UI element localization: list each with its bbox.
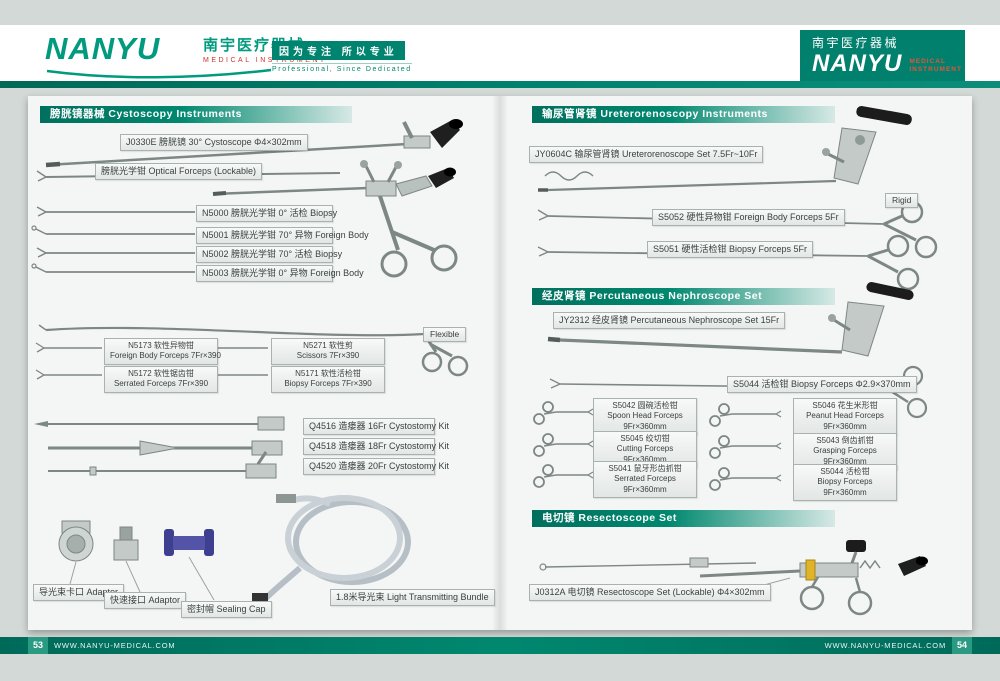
brand-subtitle: MEDICAL INSTRUMENT	[203, 57, 327, 64]
label-line: Cutting Forceps	[616, 444, 674, 454]
label-line: N5171 软性活检钳	[295, 369, 361, 378]
website-url-left: WWW.NANYU-MEDICAL.COM	[54, 641, 176, 650]
label-line: 9Fr×360mm	[823, 456, 867, 466]
nephroscope-illustration	[547, 282, 914, 357]
label-line: Foreign Body Forceps 7Fr×390	[110, 351, 221, 361]
label-jy0604c: JY0604C 输尿管肾镜 Ureterorenoscope Set 7.5Fr…	[529, 146, 764, 164]
label-line: 9Fr×360mm	[823, 421, 867, 431]
section-nephroscope: 经皮肾镜 Percutaneous Nephroscope Set	[532, 288, 835, 305]
label-s5043: S5043 倒齿抓钳 Grasping Forceps 9Fr×360mm	[793, 433, 897, 471]
resectoscope-illustration	[539, 540, 928, 616]
brand-logo-right: 南宇医疗器械 NANYU MEDICAL INSTRUMENT	[800, 30, 965, 81]
header-tagline: 因为专注 所以专业 Professional, Since Dedicated	[272, 41, 412, 73]
label-s5042: S5042 圆碗活检钳 Spoon Head Forceps 9Fr×360mm	[593, 398, 697, 436]
ureteroscope-illustration	[538, 106, 912, 192]
label-line: N5173 软性异物钳	[128, 341, 194, 350]
tag-flexible: Flexible	[423, 327, 467, 342]
label-line: S5046 花生米形钳	[812, 401, 878, 410]
small-forceps-icons	[533, 401, 782, 491]
brand-sub-medical: MEDICAL	[909, 57, 946, 65]
tagline-english: Professional, Since Dedicated	[272, 63, 412, 73]
brand-logo-left: NANYU 南宇医疗器械 MEDICAL INSTRUMENT	[45, 31, 324, 79]
section-ureterorenoscopy: 输尿管肾镜 Ureterorenoscopy Instruments	[532, 106, 835, 123]
label-q4520: Q4520 造瘘器 20Fr Cystostomy Kit	[303, 458, 449, 476]
section-cystoscopy: 膀胱镜器械 Cystoscopy Instruments	[40, 106, 352, 123]
label-line: Serrated Forceps	[614, 474, 676, 484]
label-n5172: N5172 软性锯齿钳 Serrated Forceps 7Fr×390	[104, 366, 218, 393]
light-bundle-illustration	[252, 494, 411, 602]
cystoscope-bridge-illustration	[212, 160, 458, 278]
cystoscope-illustration	[45, 119, 463, 168]
label-light-bundle: 1.8米导光束 Light Transmitting Bundle	[330, 589, 495, 607]
brand-row-right: NANYU MEDICAL INSTRUMENT	[812, 50, 961, 77]
page-gutter-shadow	[492, 96, 508, 630]
label-q4518: Q4518 造瘘器 18Fr Cystostomy Kit	[303, 438, 449, 456]
label-line: S5045 绞切钳	[620, 434, 670, 443]
page-number-right: 54	[952, 637, 972, 654]
label-s5052: S5052 硬性异物钳 Foreign Body Forceps 5Fr	[652, 209, 845, 227]
brand-wordmark-right: NANYU	[812, 50, 903, 77]
page-number-left: 53	[28, 637, 48, 654]
label-n5002: N5002 膀胱光学钳 70° 活检 Biopsy	[196, 246, 342, 264]
cystostomy-illustrations	[34, 416, 285, 479]
label-line: Scissors 7Fr×390	[296, 351, 360, 361]
label-line: S5041 鼠牙形齿抓钳	[608, 464, 682, 473]
tag-rigid: Rigid	[885, 193, 919, 208]
label-jy2312: JY2312 经皮肾镜 Percutaneous Nephroscope Set…	[553, 312, 786, 330]
label-line: 9Fr×360mm	[623, 421, 667, 431]
label-line: Biopsy Forceps	[817, 477, 873, 487]
logo-swoosh	[46, 68, 272, 79]
label-line: Biopsy Forceps 7Fr×390	[284, 379, 372, 389]
adaptor-illustrations	[58, 520, 215, 601]
label-s5041: S5041 鼠牙形齿抓钳 Serrated Forceps 9Fr×360mm	[593, 461, 697, 499]
label-line: S5042 圆碗活检钳	[612, 401, 678, 410]
label-s5044-short: S5044 活检钳 Biopsy Forceps 9Fr×360mm	[793, 464, 897, 502]
label-optical-forceps: 膀胱光学钳 Optical Forceps (Lockable)	[95, 163, 263, 181]
label-line: Serrated Forceps 7Fr×390	[113, 379, 209, 389]
label-line: 9Fr×360mm	[623, 484, 667, 494]
label-quick-adaptor: 快速接口 Adaptor	[104, 592, 187, 610]
brand-chinese-name-right: 南宇医疗器械	[812, 36, 900, 50]
label-j0312a: J0312A 电切镜 Resectoscope Set (Lockable) Φ…	[529, 584, 771, 602]
brand-sub-column: MEDICAL INSTRUMENT	[909, 58, 962, 76]
flexible-forceps-illustrations	[35, 324, 469, 380]
label-sealing-cap: 密封帽 Sealing Cap	[181, 601, 272, 619]
label-n5171: N5171 软性活检钳 Biopsy Forceps 7Fr×390	[271, 366, 385, 393]
label-line: Peanut Head Forceps	[806, 411, 884, 421]
label-q4516: Q4516 造瘘器 16Fr Cystostomy Kit	[303, 418, 449, 436]
label-n5003: N5003 膀胱光学钳 0° 异物 Foreign Body	[196, 265, 364, 283]
brand-wordmark: NANYU	[45, 31, 161, 66]
tagline-chinese: 因为专注 所以专业	[272, 41, 405, 60]
label-line: N5271 软性剪	[303, 341, 353, 350]
label-n5271: N5271 软性剪 Scissors 7Fr×390	[271, 338, 385, 365]
label-light-guide-adaptor: 导光束卡口 Adaptor	[33, 584, 125, 602]
label-line: N5172 软性锯齿钳	[128, 369, 194, 378]
brand-sub-instrument: INSTRUMENT	[909, 65, 962, 73]
website-url-right: WWW.NANYU-MEDICAL.COM	[824, 641, 946, 650]
label-line: Spoon Head Forceps	[607, 411, 683, 421]
label-n5173: N5173 软性异物钳 Foreign Body Forceps 7Fr×390	[104, 338, 221, 365]
label-line: 9Fr×360mm	[823, 487, 867, 497]
label-s5051: S5051 硬性活检钳 Biopsy Forceps 5Fr	[647, 241, 814, 259]
label-s5044-long: S5044 活检钳 Biopsy Forceps Φ2.9×370mm	[727, 376, 917, 394]
label-line: 9Fr×360mm	[623, 454, 667, 464]
label-n5001: N5001 膀胱光学钳 70° 异物 Foreign Body	[196, 227, 369, 245]
section-resectoscope: 电切镜 Resectoscope Set	[532, 510, 835, 527]
header-divider-rule	[0, 81, 1000, 88]
label-j0330e-cystoscope: J0330E 膀胱镜 30° Cystoscope Φ4×302mm	[120, 134, 308, 152]
label-s5046: S5046 花生米形钳 Peanut Head Forceps 9Fr×360m…	[793, 398, 897, 436]
label-n5000: N5000 膀胱光学钳 0° 活检 Biopsy	[196, 205, 337, 223]
label-line: S5043 倒齿抓钳	[816, 436, 874, 445]
label-line: S5044 活检钳	[820, 467, 870, 476]
footer-bar: 53 WWW.NANYU-MEDICAL.COM WWW.NANYU-MEDIC…	[0, 637, 1000, 654]
label-line: Grasping Forceps	[813, 446, 877, 456]
